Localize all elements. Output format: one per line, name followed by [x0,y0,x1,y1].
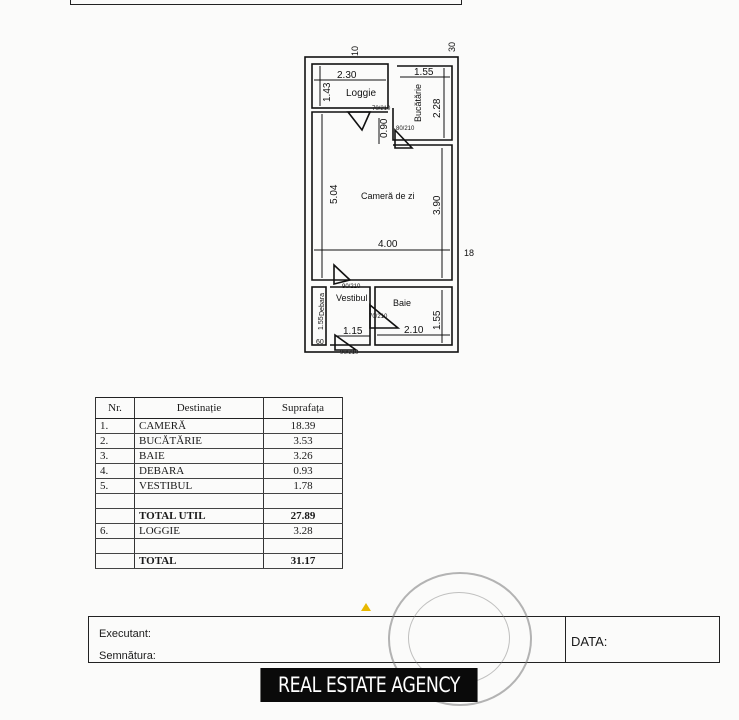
cell-area: 31.17 [263,553,343,569]
wall-30: 30 [447,42,457,52]
cell-name: TOTAL [134,553,264,569]
cell-area: 3.28 [263,523,343,539]
cell-nr: 6. [95,523,135,539]
cell-name [134,538,264,554]
cell-area: 3.53 [263,433,343,449]
header-suprafata: Suprafața [263,397,343,419]
loggie-room [311,63,389,109]
dim-loggie-depth: 1.43 [322,82,333,102]
dim-debara: 1.55 [318,316,325,330]
camera-room [311,111,453,281]
table-row [95,538,343,554]
room-label-debara: Debara [319,293,326,316]
room-label-loggie: Loggie [346,88,376,99]
cell-nr: 2. [95,433,135,449]
cell-name: BUCĂTĂRIE [134,433,264,449]
door-label-camera: 90/210 [342,284,361,290]
executant-label: Executant: [99,628,151,640]
debara-room [311,286,327,346]
dim-debara-door: 60 [316,339,324,346]
cell-nr: 5. [95,478,135,494]
cell-nr [95,538,135,554]
door-label-entry: 90/210 [340,350,359,356]
dim-camera-side: 3.90 [432,195,443,215]
cell-area: 27.89 [263,508,343,524]
table-row [95,493,343,509]
cell-name [134,493,264,509]
dim-hall-width: 0.90 [379,118,390,138]
cell-area: 3.26 [263,448,343,464]
top-frame-fragment [70,0,462,5]
cell-name: LOGGIE [134,523,264,539]
outer-wall [304,56,459,353]
cell-nr: 3. [95,448,135,464]
door-loggie [346,111,372,132]
cell-area: 0.93 [263,463,343,479]
dim-vestibul-width: 1.15 [343,326,363,337]
cell-name: CAMERĂ [134,418,264,434]
door-bucatarie [394,127,414,149]
agency-banner: REAL ESTATE AGENCY [260,668,478,702]
cell-name: VESTIBUL [134,478,264,494]
signature-divider [565,617,566,662]
wall-18: 18 [464,248,474,258]
dim-bucatarie-width: 1.55 [414,67,434,78]
stamp-seal [388,572,532,706]
dim-bucatarie-depth: 2.28 [432,98,443,118]
door-label-loggie: 70/210 [372,106,391,112]
cell-name: BAIE [134,448,264,464]
room-label-bucatarie: Bucătărie [413,84,423,122]
door-baie [369,303,401,329]
cell-nr: 1. [95,418,135,434]
cell-nr [95,508,135,524]
cell-area: 1.78 [263,478,343,494]
dim-loggie-width: 2.30 [337,70,357,81]
dim-baie-depth: 1.55 [432,310,443,330]
dim-camera-width: 4.00 [378,239,398,250]
cell-name: DEBARA [134,463,264,479]
table-header: Nr. Destinație Suprafața [95,397,343,419]
header-destinatie: Destinație [134,397,264,419]
bucatarie-room [392,65,453,141]
warning-triangle-mark [361,603,371,611]
room-label-baie: Baie [393,298,411,308]
cell-area [263,538,343,554]
room-label-vestibul: Vestibul [336,293,368,303]
baie-room [374,286,453,346]
door-camera [333,263,352,286]
cell-nr [95,553,135,569]
dim-baie-width: 2.10 [404,325,424,336]
cell-nr [95,493,135,509]
cell-name: TOTAL UTIL [134,508,264,524]
door-label-baie: 70/210 [369,314,388,320]
cell-nr: 4. [95,463,135,479]
door-label-bucatarie: 80/210 [396,126,415,132]
header-nr: Nr. [95,397,135,419]
date-label: DATA: [571,634,608,649]
cell-area: 18.39 [263,418,343,434]
wall-10: 10 [350,46,360,56]
room-label-camera: Cameră de zi [361,191,415,201]
cell-area [263,493,343,509]
dim-camera-depth: 5.04 [329,184,340,204]
semnatura-label: Semnătura: [99,650,156,662]
door-entry [334,333,359,351]
